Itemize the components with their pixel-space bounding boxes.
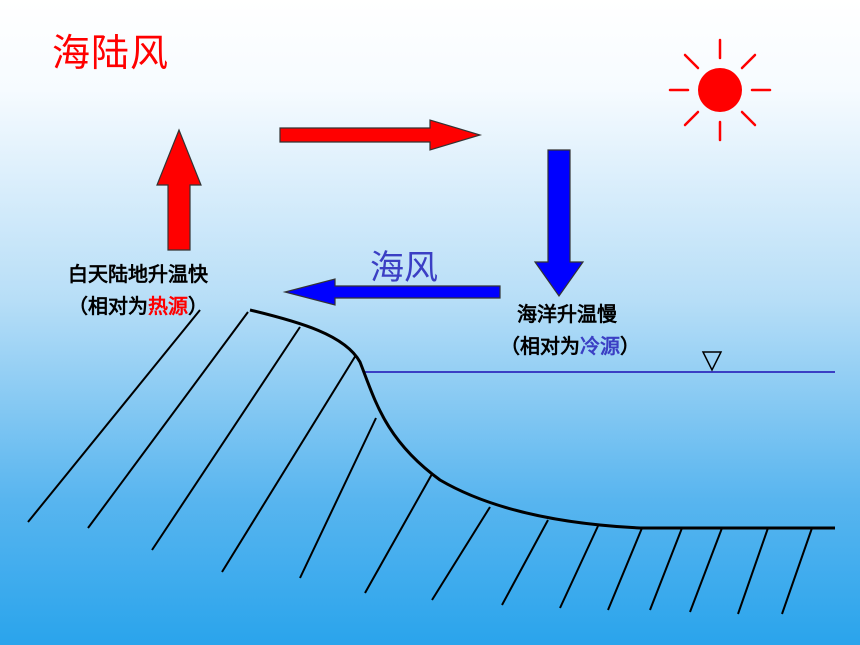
land-heating-label: 白天陆地升温快	[68, 262, 208, 286]
land-heat-source-suffix: ）	[188, 294, 208, 318]
upper-air-flow-arrow	[279, 119, 483, 151]
sea-breeze-label: 海风	[370, 248, 438, 288]
rising-air-arrow	[156, 128, 202, 251]
land-heat-source-label: （相对为热源）	[68, 290, 208, 319]
water-level-marker-icon	[701, 351, 723, 372]
ground-hatching	[27, 309, 813, 615]
sea-cold-source-suffix: ）	[620, 334, 640, 358]
coastline-profile	[249, 308, 835, 530]
sun-icon	[668, 38, 772, 142]
sea-cold-source-label: （相对为冷源）	[500, 330, 640, 359]
sea-cold-source-prefix: （相对为	[500, 334, 580, 358]
sea-breeze-arrow	[282, 278, 501, 306]
sea-heating-label: 海洋升温慢	[517, 302, 617, 326]
diagram-title: 海陆风	[52, 31, 170, 75]
cold-source-highlight: 冷源	[580, 334, 620, 358]
heat-source-highlight: 热源	[148, 294, 188, 318]
land-heat-source-prefix: （相对为	[68, 294, 148, 318]
sinking-air-arrow	[533, 149, 585, 298]
